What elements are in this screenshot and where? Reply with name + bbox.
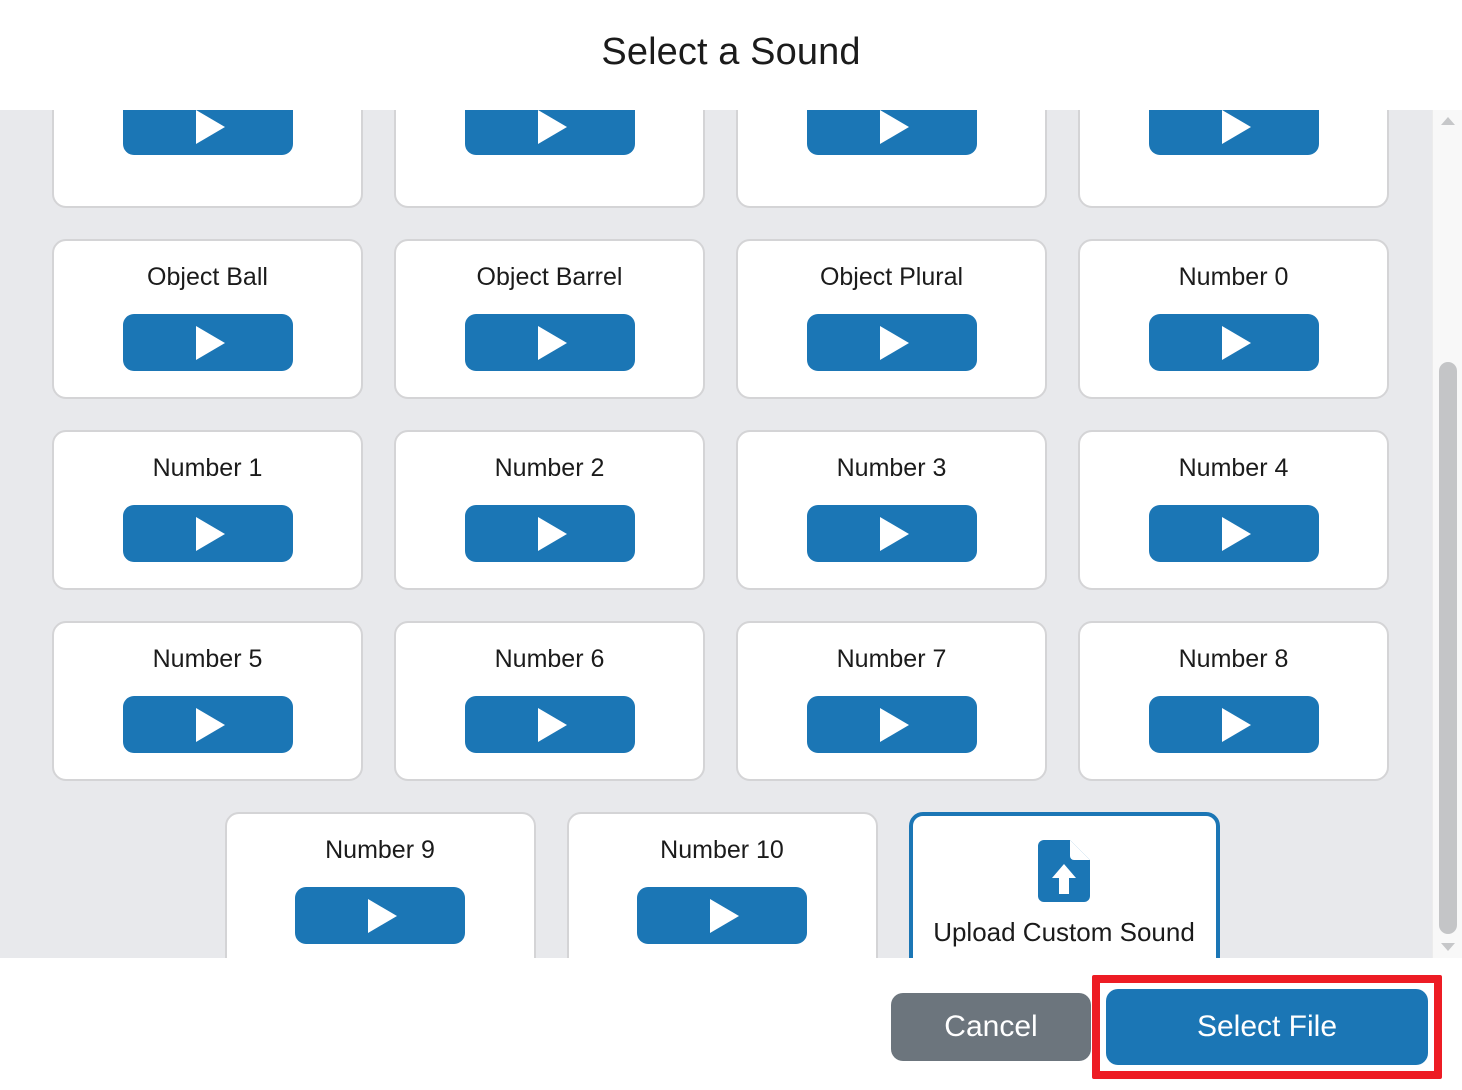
sound-card[interactable] bbox=[736, 110, 1047, 208]
page-title: Select a Sound bbox=[601, 31, 861, 73]
play-button[interactable] bbox=[464, 505, 635, 562]
scrollbar-thumb[interactable] bbox=[1439, 362, 1457, 934]
play-button[interactable] bbox=[806, 110, 977, 155]
scroll-up-button[interactable] bbox=[1433, 110, 1462, 132]
play-button[interactable] bbox=[1148, 110, 1319, 155]
play-icon bbox=[879, 707, 909, 742]
sound-card-label: Number 1 bbox=[152, 454, 263, 482]
play-icon bbox=[368, 898, 397, 933]
play-button[interactable] bbox=[806, 314, 977, 371]
sound-card-number-6[interactable]: Number 6 bbox=[394, 621, 705, 781]
play-icon bbox=[710, 898, 739, 933]
play-icon bbox=[879, 110, 909, 144]
file-upload-icon bbox=[1037, 839, 1090, 907]
sound-card-label: Number 5 bbox=[152, 645, 263, 673]
play-button[interactable] bbox=[637, 887, 807, 944]
sound-card[interactable] bbox=[1078, 110, 1389, 208]
sound-card-number-10[interactable]: Number 10 bbox=[566, 812, 878, 958]
play-button[interactable] bbox=[122, 110, 293, 155]
sound-card-label: Number 3 bbox=[836, 454, 947, 482]
upload-custom-sound-card[interactable]: Upload Custom Sound bbox=[908, 812, 1220, 958]
sound-card-label: Object Ball bbox=[147, 263, 268, 291]
chevron-up-icon bbox=[1441, 117, 1455, 125]
play-icon bbox=[537, 707, 567, 742]
sound-card-label: Object Barrel bbox=[476, 263, 623, 291]
dialog-footer: Cancel Select File bbox=[0, 958, 1462, 1090]
scroll-down-button[interactable] bbox=[1433, 936, 1462, 958]
play-icon bbox=[537, 325, 567, 360]
play-button[interactable] bbox=[806, 505, 977, 562]
sound-card-object-plural[interactable]: Object Plural bbox=[736, 239, 1047, 399]
play-button[interactable] bbox=[464, 110, 635, 155]
play-icon bbox=[879, 325, 909, 360]
play-button[interactable] bbox=[464, 314, 635, 371]
play-icon bbox=[1221, 707, 1251, 742]
sound-card[interactable] bbox=[52, 110, 363, 208]
sound-card-number-7[interactable]: Number 7 bbox=[736, 621, 1047, 781]
play-icon bbox=[537, 516, 567, 551]
sound-card-label: Object Plural bbox=[819, 263, 964, 291]
sound-card-label: Number 6 bbox=[494, 645, 605, 673]
sound-card-number-1[interactable]: Number 1 bbox=[52, 430, 363, 590]
play-button[interactable] bbox=[1148, 314, 1319, 371]
play-button[interactable] bbox=[122, 505, 293, 562]
play-button[interactable] bbox=[122, 314, 293, 371]
sound-grid: Object Ball Object Barrel Object Plural … bbox=[0, 110, 1430, 958]
sound-card-label: Number 8 bbox=[1178, 645, 1289, 673]
select-file-button[interactable]: Select File bbox=[1106, 989, 1428, 1065]
play-button[interactable] bbox=[122, 696, 293, 753]
sound-card-number-8[interactable]: Number 8 bbox=[1078, 621, 1389, 781]
sound-card-object-barrel[interactable]: Object Barrel bbox=[394, 239, 705, 399]
sound-card-number-4[interactable]: Number 4 bbox=[1078, 430, 1389, 590]
play-button[interactable] bbox=[806, 696, 977, 753]
dialog-header: Select a Sound bbox=[0, 0, 1462, 110]
sound-card[interactable] bbox=[394, 110, 705, 208]
play-icon bbox=[1221, 325, 1251, 360]
play-icon bbox=[195, 707, 225, 742]
play-icon bbox=[879, 516, 909, 551]
sound-card-number-5[interactable]: Number 5 bbox=[52, 621, 363, 781]
sound-card-label: Number 0 bbox=[1178, 263, 1289, 291]
sound-list-panel[interactable]: Object Ball Object Barrel Object Plural … bbox=[0, 110, 1462, 958]
play-button[interactable] bbox=[295, 887, 465, 944]
play-button[interactable] bbox=[1148, 505, 1319, 562]
play-icon bbox=[195, 325, 225, 360]
play-icon bbox=[195, 516, 225, 551]
play-button[interactable] bbox=[1148, 696, 1319, 753]
cancel-button[interactable]: Cancel bbox=[891, 993, 1091, 1061]
chevron-down-icon bbox=[1441, 943, 1455, 951]
sound-card-number-3[interactable]: Number 3 bbox=[736, 430, 1047, 590]
sound-card-object-ball[interactable]: Object Ball bbox=[52, 239, 363, 399]
upload-card-content: Upload Custom Sound bbox=[933, 839, 1195, 947]
sound-card-label: Number 10 bbox=[660, 836, 784, 864]
play-button[interactable] bbox=[464, 696, 635, 753]
play-icon bbox=[537, 110, 567, 144]
play-icon bbox=[1221, 110, 1251, 144]
sound-card-label: Number 9 bbox=[325, 836, 435, 864]
sound-card-label: Number 7 bbox=[836, 645, 947, 673]
sound-card-number-2[interactable]: Number 2 bbox=[394, 430, 705, 590]
sound-card-number-0[interactable]: Number 0 bbox=[1078, 239, 1389, 399]
sound-card-label: Number 4 bbox=[1178, 454, 1289, 482]
upload-custom-sound-label: Upload Custom Sound bbox=[933, 916, 1195, 947]
play-icon bbox=[195, 110, 225, 144]
play-icon bbox=[1221, 516, 1251, 551]
sound-grid-last-row: Number 9 Number 10 bbox=[52, 812, 1392, 958]
sound-card-number-9[interactable]: Number 9 bbox=[224, 812, 536, 958]
sound-card-label: Number 2 bbox=[494, 454, 605, 482]
vertical-scrollbar[interactable] bbox=[1432, 110, 1462, 958]
